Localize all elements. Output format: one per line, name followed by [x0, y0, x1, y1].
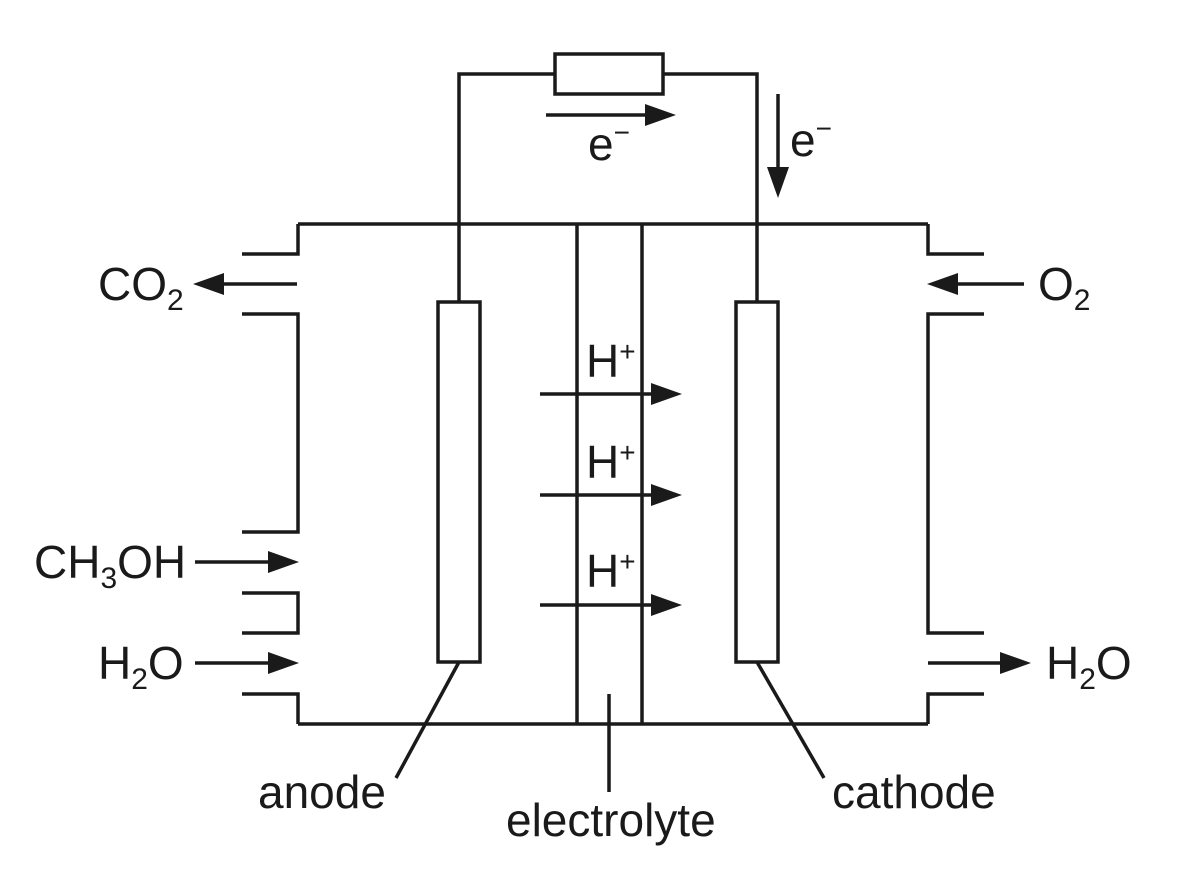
- water-in-arrow: [195, 652, 299, 674]
- cathode-leader: [755, 661, 826, 779]
- electron-label-top: e−: [588, 117, 630, 170]
- proton-label-3: H+: [586, 545, 636, 597]
- circuit-wire: [457, 72, 555, 302]
- anode-leader: [394, 661, 461, 779]
- left-wall-divider: [242, 591, 300, 635]
- cathode-label: cathode: [832, 766, 996, 818]
- electron-label-right: e−: [790, 113, 832, 166]
- right-wall-upper: [926, 224, 984, 256]
- circuit-wire-right: [663, 72, 759, 302]
- o2-in-arrow: [927, 273, 1024, 295]
- proton-label-2: H+: [586, 436, 636, 488]
- left-wall-upper: [242, 224, 300, 256]
- o2-label: O2: [1038, 258, 1090, 317]
- electron-arrow-right: [767, 94, 789, 198]
- anode-label: anode: [258, 766, 386, 818]
- proton-arrow-1: [540, 383, 682, 405]
- water-in-label: H2O: [98, 637, 184, 696]
- left-wall-lower: [242, 692, 300, 724]
- water-out-label: H2O: [1046, 637, 1132, 696]
- electron-arrow-top: [546, 104, 676, 126]
- right-wall-lower: [926, 692, 984, 724]
- electrolyte-label: electrolyte: [506, 794, 716, 846]
- water-out-arrow: [928, 652, 1031, 674]
- right-wall-mid: [926, 312, 984, 635]
- proton-label-1: H+: [586, 335, 636, 387]
- proton-arrow-3: [540, 594, 682, 616]
- left-wall-mid: [242, 312, 300, 534]
- co2-out-arrow: [193, 273, 297, 295]
- cathode-electrode: [734, 300, 780, 664]
- proton-arrow-2: [540, 484, 682, 506]
- resistor: [553, 52, 665, 96]
- co2-label: CO2: [98, 258, 184, 317]
- anode-electrode: [436, 300, 482, 664]
- methanol-in-arrow: [195, 551, 299, 573]
- methanol-label: CH3OH: [34, 536, 186, 595]
